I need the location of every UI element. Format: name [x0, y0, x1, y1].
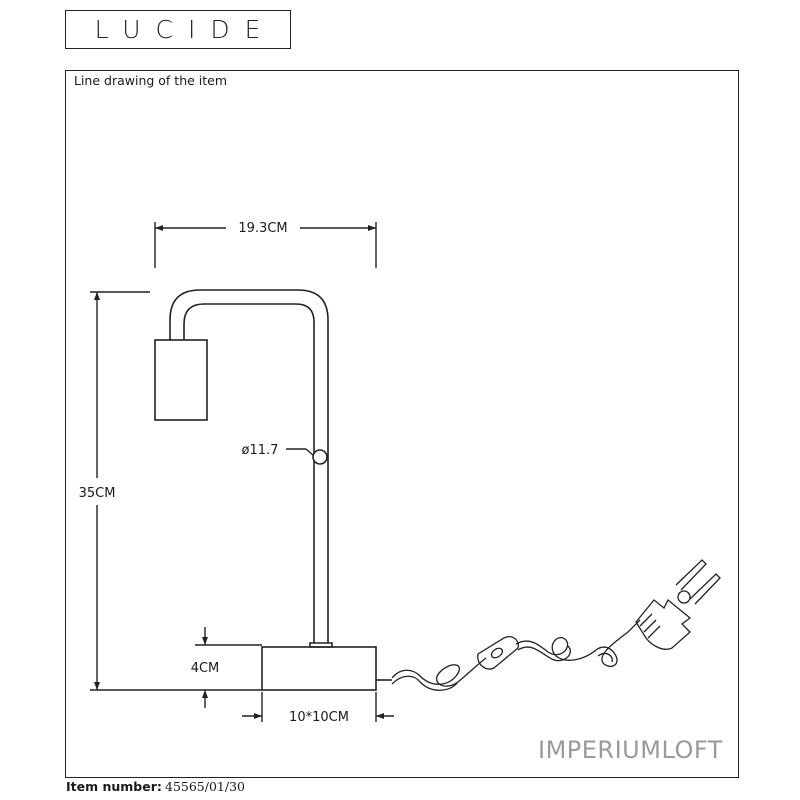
- width-arrowhead-right: [368, 225, 376, 231]
- base-width-arrowhead-right: [376, 713, 384, 719]
- item-number-label: Item number:: [66, 779, 162, 794]
- watermark-part-1: IMPERIUM: [538, 736, 662, 764]
- tube-diameter-label: ø11.7: [242, 443, 279, 458]
- power-plug: [635, 598, 692, 650]
- base-height-arrowhead-bottom: [202, 690, 208, 698]
- item-number-value: 45565/01/30: [165, 779, 245, 794]
- power-cord-segment-1b: [391, 675, 459, 691]
- power-cord-segment-3: [595, 619, 641, 668]
- base-width-arrowhead-left: [254, 713, 262, 719]
- plug-center-mark: [677, 590, 691, 604]
- lamp-arm-outer: [169, 289, 329, 643]
- base-height-label: 4CM: [191, 661, 220, 676]
- lamp-base: [261, 646, 377, 691]
- watermark: IMPERIUMLOFT: [538, 736, 723, 764]
- width-label: 19.3CM: [238, 221, 287, 236]
- inline-switch-button[interactable]: [490, 646, 504, 659]
- brand-logo-text: LUCIDE: [94, 15, 276, 44]
- drawing-caption: Line drawing of the item: [74, 73, 228, 88]
- base-height-arrowhead-top: [202, 637, 208, 645]
- watermark-part-2: LOFT: [661, 736, 723, 764]
- power-cord-segment-1: [391, 657, 487, 687]
- plug-pin-2: [689, 573, 721, 605]
- plug-pin-1: [675, 559, 707, 591]
- power-cord-segment-2: [515, 637, 597, 661]
- base-size-label: 10*10CM: [289, 710, 349, 725]
- power-cord-segment-2b: [517, 645, 571, 662]
- inline-switch[interactable]: [477, 636, 519, 670]
- plug-grip-lines: [639, 613, 661, 639]
- power-cord-segment-3b: [597, 652, 613, 663]
- height-label: 35CM: [79, 486, 116, 501]
- drawing-frame: [65, 70, 739, 778]
- lamp-socket: [154, 339, 208, 421]
- lamp-arm-inner: [183, 303, 315, 643]
- arm-knob: [312, 449, 328, 465]
- brand-logo: LUCIDE: [65, 10, 291, 49]
- width-arrowhead-left: [155, 225, 163, 231]
- height-arrowhead-bottom: [94, 682, 100, 690]
- height-arrowhead-top: [94, 292, 100, 300]
